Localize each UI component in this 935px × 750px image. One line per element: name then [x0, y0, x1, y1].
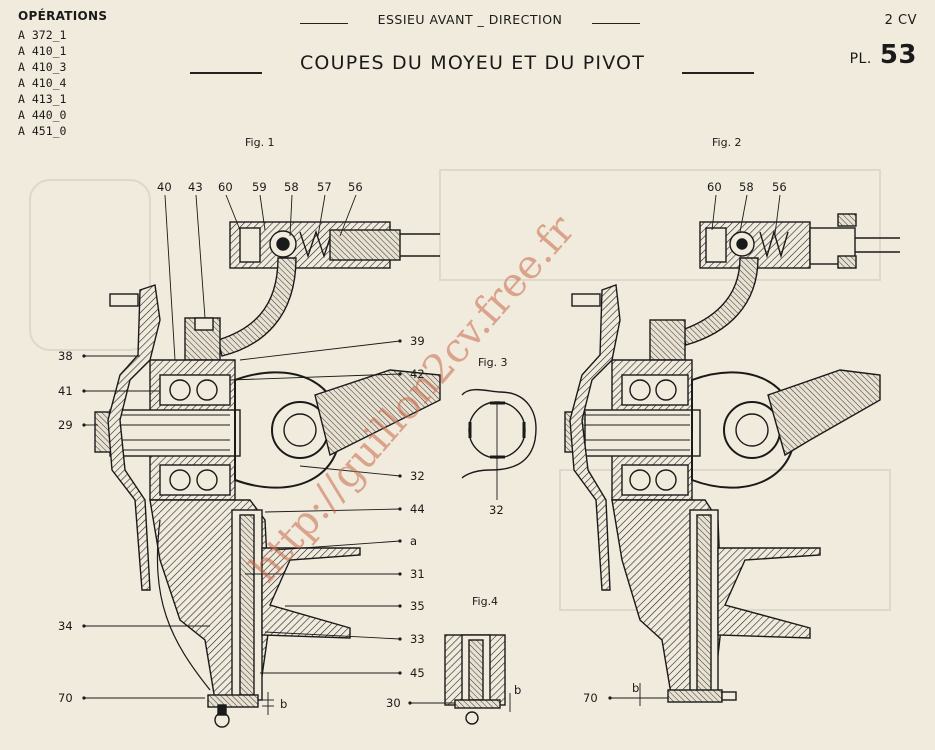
fig1-callout-40: 40 [157, 180, 172, 194]
fig4-callout-30: 30 [386, 696, 401, 710]
fig1-callout-70: 70 [58, 691, 73, 705]
fig4-label: Fig.4 [472, 595, 499, 608]
fig1-callout-29: 29 [58, 418, 73, 432]
fig3-drawing [461, 388, 537, 500]
fig1-callout-57: 57 [317, 180, 332, 194]
operation-item: A 410_4 [18, 76, 67, 90]
fig1-label: Fig. 1 [245, 136, 275, 149]
fig2-label: Fig. 2 [712, 136, 742, 149]
fig1-callout-44: 44 [410, 502, 425, 516]
fig1-callout-41: 41 [58, 384, 73, 398]
fig1-drawing [94, 221, 441, 728]
fig1-callout-33: 33 [410, 632, 425, 646]
header-rule-left [300, 23, 348, 24]
title-rule-left [190, 72, 262, 74]
plate-number: 53 [879, 40, 917, 70]
operation-item: A 372_1 [18, 28, 67, 42]
operation-item: A 410_1 [18, 44, 67, 58]
fig1-callout-b: b [280, 697, 288, 711]
title-rule-right [682, 72, 754, 74]
fig3-callout-32: 32 [489, 503, 504, 517]
section-heading: ESSIEU AVANT _ DIRECTION [377, 12, 563, 27]
plate-prefix: PL. [849, 51, 872, 67]
fig2-callout-70: 70 [583, 691, 598, 705]
fig1-callout-59: 59 [252, 180, 267, 194]
operation-item: A 451_0 [18, 124, 67, 138]
fig1-callout-56: 56 [348, 180, 363, 194]
fig1-callout-60: 60 [218, 180, 233, 194]
operation-item: A 410_3 [18, 60, 67, 74]
fig1-callout-58: 58 [284, 180, 299, 194]
fig1-callout-31: 31 [410, 567, 425, 581]
operation-item: A 413_1 [18, 92, 67, 106]
header-rule-right [592, 23, 640, 24]
fig4-drawing [410, 634, 511, 725]
fig2-leaders [610, 194, 781, 706]
fig1-callout-43: 43 [188, 180, 203, 194]
fig1-callout-39: 39 [410, 334, 425, 348]
fig2-drawing [564, 213, 900, 703]
callout-dots [82, 339, 612, 705]
fig2-callout-56: 56 [772, 180, 787, 194]
page-title: COUPES DU MOYEU ET DU PIVOT [299, 52, 646, 74]
plate-label: PL. 53 [850, 40, 917, 70]
fig1-leaders [84, 194, 401, 699]
fig1-callout-a: a [410, 534, 418, 548]
fig4-callout-b: b [514, 683, 522, 697]
fig1-callout-34: 34 [58, 619, 73, 633]
fig1-b-markers [262, 692, 274, 715]
fig1-callout-45: 45 [410, 666, 425, 680]
operations-list: A 372_1 A 410_1 A 410_3 A 410_4 A 413_1 … [18, 27, 66, 139]
fig3-label: Fig. 3 [478, 356, 508, 369]
fig1-callout-32: 32 [410, 469, 425, 483]
model-label: 2 CV [884, 13, 917, 28]
fig1-callout-38: 38 [58, 349, 73, 363]
fig2-callout-60: 60 [707, 180, 722, 194]
fig2-callout-b: b [632, 681, 640, 695]
fig1-callout-35: 35 [410, 599, 425, 613]
operations-title: OPÉRATIONS [18, 9, 108, 23]
fig2-callout-58: 58 [739, 180, 754, 194]
fig1-callout-42: 42 [410, 367, 425, 381]
operation-item: A 440_0 [18, 108, 67, 122]
